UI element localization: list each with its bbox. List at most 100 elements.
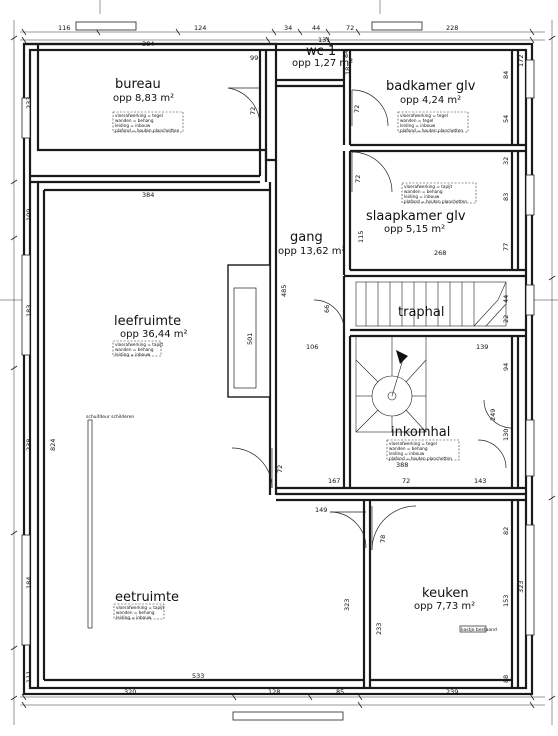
doors xyxy=(227,87,513,551)
room-area-slaapkamer: opp 5,15 m² xyxy=(384,224,445,235)
room-name-bureau: bureau xyxy=(115,77,161,92)
dim-22: 22 xyxy=(502,315,510,323)
dim-184: 184 xyxy=(25,577,33,589)
legend-bureau-3: leiding = inbouw xyxy=(115,123,151,128)
legend-leefruimte-1: vloerafwerking = tapijt xyxy=(115,342,163,347)
dim-109: 109 xyxy=(25,209,33,221)
dim-66: 66 xyxy=(323,305,331,313)
legend-boxes xyxy=(87,111,487,633)
room-name-badkamer: badkamer glv xyxy=(386,79,476,94)
dim-72-ink: 72 xyxy=(402,477,410,485)
dim-130: 130 xyxy=(502,429,510,441)
dim-143: 143 xyxy=(474,477,486,485)
legend-badkamer-4: plafond = houten planchetten xyxy=(400,128,463,133)
legend-eetruimte-2: wanden = behang xyxy=(116,610,155,615)
dim-44: 44 xyxy=(312,24,320,32)
room-area-keuken: opp 7,73 m² xyxy=(414,601,475,612)
dim-88: 88 xyxy=(502,675,510,683)
room-name-gang: gang xyxy=(290,230,323,245)
dim-72-gang: 72 xyxy=(276,465,284,473)
legend-bureau-1: vloerafwerking = tegel xyxy=(115,113,163,118)
dim-268: 268 xyxy=(434,249,446,257)
room-area-gang: opp 13,62 m² xyxy=(278,246,346,257)
staircase xyxy=(355,281,507,433)
dim-323-eet: 323 xyxy=(343,599,351,611)
dim-501: 501 xyxy=(246,333,254,345)
dim-384: 384 xyxy=(142,40,154,48)
legend-bureau-4: plafond = houten plancheitten xyxy=(115,128,180,133)
dim-34: 34 xyxy=(284,24,292,32)
dim-32: 32 xyxy=(502,157,510,165)
dim-167: 167 xyxy=(328,477,340,485)
chimney-block xyxy=(227,264,271,398)
dim-124: 124 xyxy=(194,24,206,32)
dim-320: 320 xyxy=(124,688,136,696)
room-name-leefruimte: leefruimte xyxy=(114,314,181,329)
windows xyxy=(21,21,535,721)
dim-72-bad: 72 xyxy=(353,105,361,113)
dim-78: 78 xyxy=(379,535,387,543)
dim-54: 54 xyxy=(502,115,510,123)
dim-44-trap: 44 xyxy=(502,295,510,303)
legend-inkomhal-2: wanden = behang xyxy=(389,446,428,451)
dim-18: 18 xyxy=(344,67,352,75)
dim-116: 116 xyxy=(58,24,70,32)
dim-249: 249 xyxy=(489,409,497,421)
legend-leefruimte-3: leiding = inbouw xyxy=(115,352,151,357)
note-schuifdeur: schuifdeur schilderen xyxy=(86,414,134,420)
legend-eetruimte-1: vloerafwerking = tapijt xyxy=(116,605,164,610)
dim-111: 111 xyxy=(25,671,33,683)
dim-72-slaap: 72 xyxy=(354,175,362,183)
room-name-slaapkamer: slaapkamer glv xyxy=(366,209,466,224)
room-name-inkomhal: inkomhal xyxy=(391,425,450,440)
dim-172: 172 xyxy=(517,55,525,67)
legend-slaapkamer-4: plafond = houten planchetten xyxy=(404,199,467,204)
dim-128: 128 xyxy=(268,688,280,696)
room-name-eetruimte: eetruimte xyxy=(115,590,179,605)
dim-384-mid: 384 xyxy=(142,191,154,199)
dim-233-bureau: 233 xyxy=(25,97,33,109)
dim-84-bad: 84 xyxy=(502,71,510,79)
legend-badkamer-3: leiding = inbouw xyxy=(400,123,436,128)
dim-84-wc: 84 xyxy=(342,50,350,58)
dim-131: 131 xyxy=(318,36,330,44)
dim-83: 83 xyxy=(502,193,510,201)
legend-inkomhal-3: leiding = inbouw xyxy=(389,451,425,456)
dim-115: 115 xyxy=(357,231,365,243)
dim-153: 153 xyxy=(502,595,510,607)
dim-85: 85 xyxy=(336,688,344,696)
legend-leefruimte-2: wanden = behang xyxy=(115,347,154,352)
room-labels: wc 1 opp 1,27 m² bureau opp 8,83 m² vloe… xyxy=(86,44,497,633)
dim-485: 485 xyxy=(280,285,288,297)
dim-82: 82 xyxy=(502,527,510,535)
dim-233-keu: 233 xyxy=(375,623,383,635)
room-area-bureau: opp 8,83 m² xyxy=(113,93,174,104)
dim-824: 824 xyxy=(49,439,57,451)
interior-walls xyxy=(30,50,526,688)
legend-badkamer-1: vloerafwerking = tegel xyxy=(400,113,448,118)
dim-72-top: 72 xyxy=(346,24,354,32)
dim-238: 238 xyxy=(25,439,33,451)
legend-eetruimte-3: leiding = inbouw xyxy=(116,615,152,620)
room-name-traphal: traphal xyxy=(398,305,444,320)
dim-139: 139 xyxy=(476,343,488,351)
dim-183: 183 xyxy=(25,305,33,317)
outer-walls xyxy=(22,42,534,696)
dim-239: 239 xyxy=(446,688,458,696)
room-area-badkamer: opp 4,24 m² xyxy=(400,95,461,106)
dim-149: 149 xyxy=(315,506,327,514)
legend-badkamer-2: wanden = tegel xyxy=(400,118,433,123)
dim-228: 228 xyxy=(446,24,458,32)
dim-77: 77 xyxy=(502,243,510,251)
dim-72-bureau: 72 xyxy=(249,107,257,115)
room-area-wc: opp 1,27 m² xyxy=(292,58,353,69)
legend-bureau-2: wanden = behang xyxy=(115,118,154,123)
legend-inkomhal-1: vloerafwerking = tegel xyxy=(389,441,437,446)
legend-slaapkamer-3: leiding = inbouw xyxy=(404,194,440,199)
dim-323-keu: 323 xyxy=(517,581,525,593)
legend-slaapkamer-1: vloerafwerking = tapijt xyxy=(404,184,452,189)
dim-533: 533 xyxy=(192,672,204,680)
dim-99: 99 xyxy=(250,54,258,62)
note-kastje: kastje bestaand xyxy=(461,627,497,633)
